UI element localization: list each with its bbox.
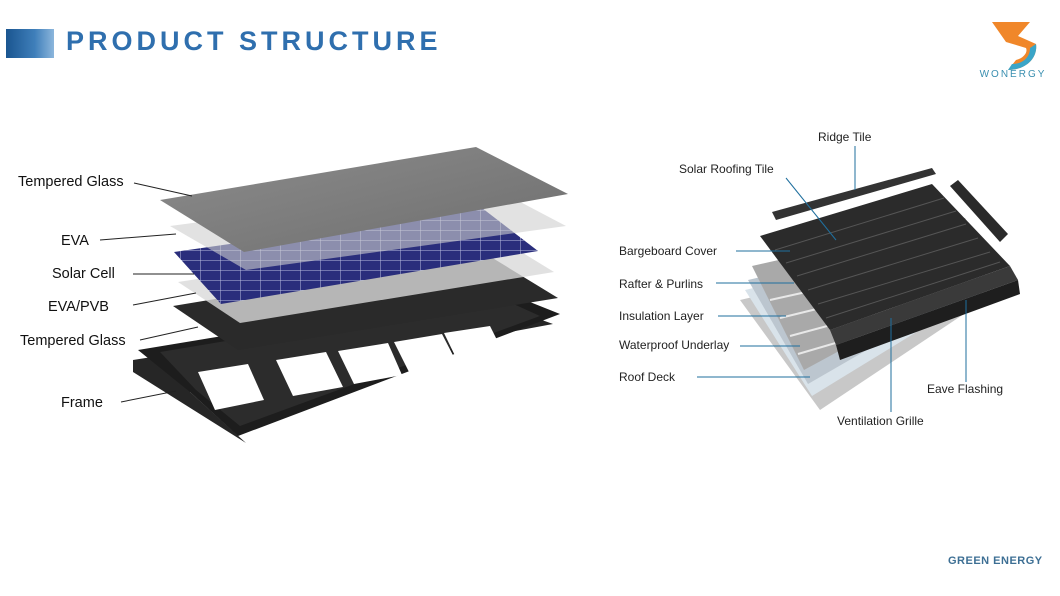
panel-exploded-view: Tempered Glass EVA Solar Cell EVA/PVB Te… [18, 147, 568, 443]
label-ventilation-grille: Ventilation Grille [837, 414, 924, 428]
label-tempered-glass-top: Tempered Glass [18, 174, 124, 190]
solar-roofing-tile-layer [760, 184, 1010, 330]
wonergy-logo-icon [992, 22, 1037, 70]
tile-rows [774, 197, 1001, 319]
label-waterproof-underlay: Waterproof Underlay [619, 338, 729, 352]
header-accent-bar [6, 29, 54, 58]
roof-leader-lines [697, 146, 967, 412]
logo-wordmark: WONERGY [979, 69, 1047, 80]
label-rafter-purlins: Rafter & Purlins [619, 277, 703, 291]
label-insulation-layer: Insulation Layer [619, 309, 704, 323]
label-solar-roofing-tile: Solar Roofing Tile [679, 162, 774, 176]
footer-tagline: GREEN ENERGY [948, 555, 1043, 567]
panel-leader-lines [99, 182, 199, 403]
roof-structure-view: Ridge Tile Solar Roofing Tile Bargeboard… [619, 130, 1020, 428]
label-eva: EVA [61, 233, 89, 249]
label-eave-flashing: Eave Flashing [927, 382, 1003, 396]
label-roof-deck: Roof Deck [619, 370, 676, 384]
eave-flashing-part [836, 280, 1020, 360]
frame-layer [133, 290, 560, 443]
page-title: PRODUCT STRUCTURE [66, 26, 442, 56]
ventilation-grille-part [830, 266, 1018, 345]
tempered-glass-top-layer [160, 147, 568, 252]
label-ridge-tile: Ridge Tile [818, 130, 872, 144]
label-solar-cell: Solar Cell [52, 266, 115, 282]
label-eva-pvb: EVA/PVB [48, 299, 109, 315]
label-bargeboard-cover: Bargeboard Cover [619, 244, 717, 258]
bargeboard-cover-part [950, 180, 1008, 242]
label-tempered-glass-back: Tempered Glass [20, 333, 126, 349]
label-frame: Frame [61, 395, 103, 411]
ridge-tile-part [772, 168, 936, 220]
